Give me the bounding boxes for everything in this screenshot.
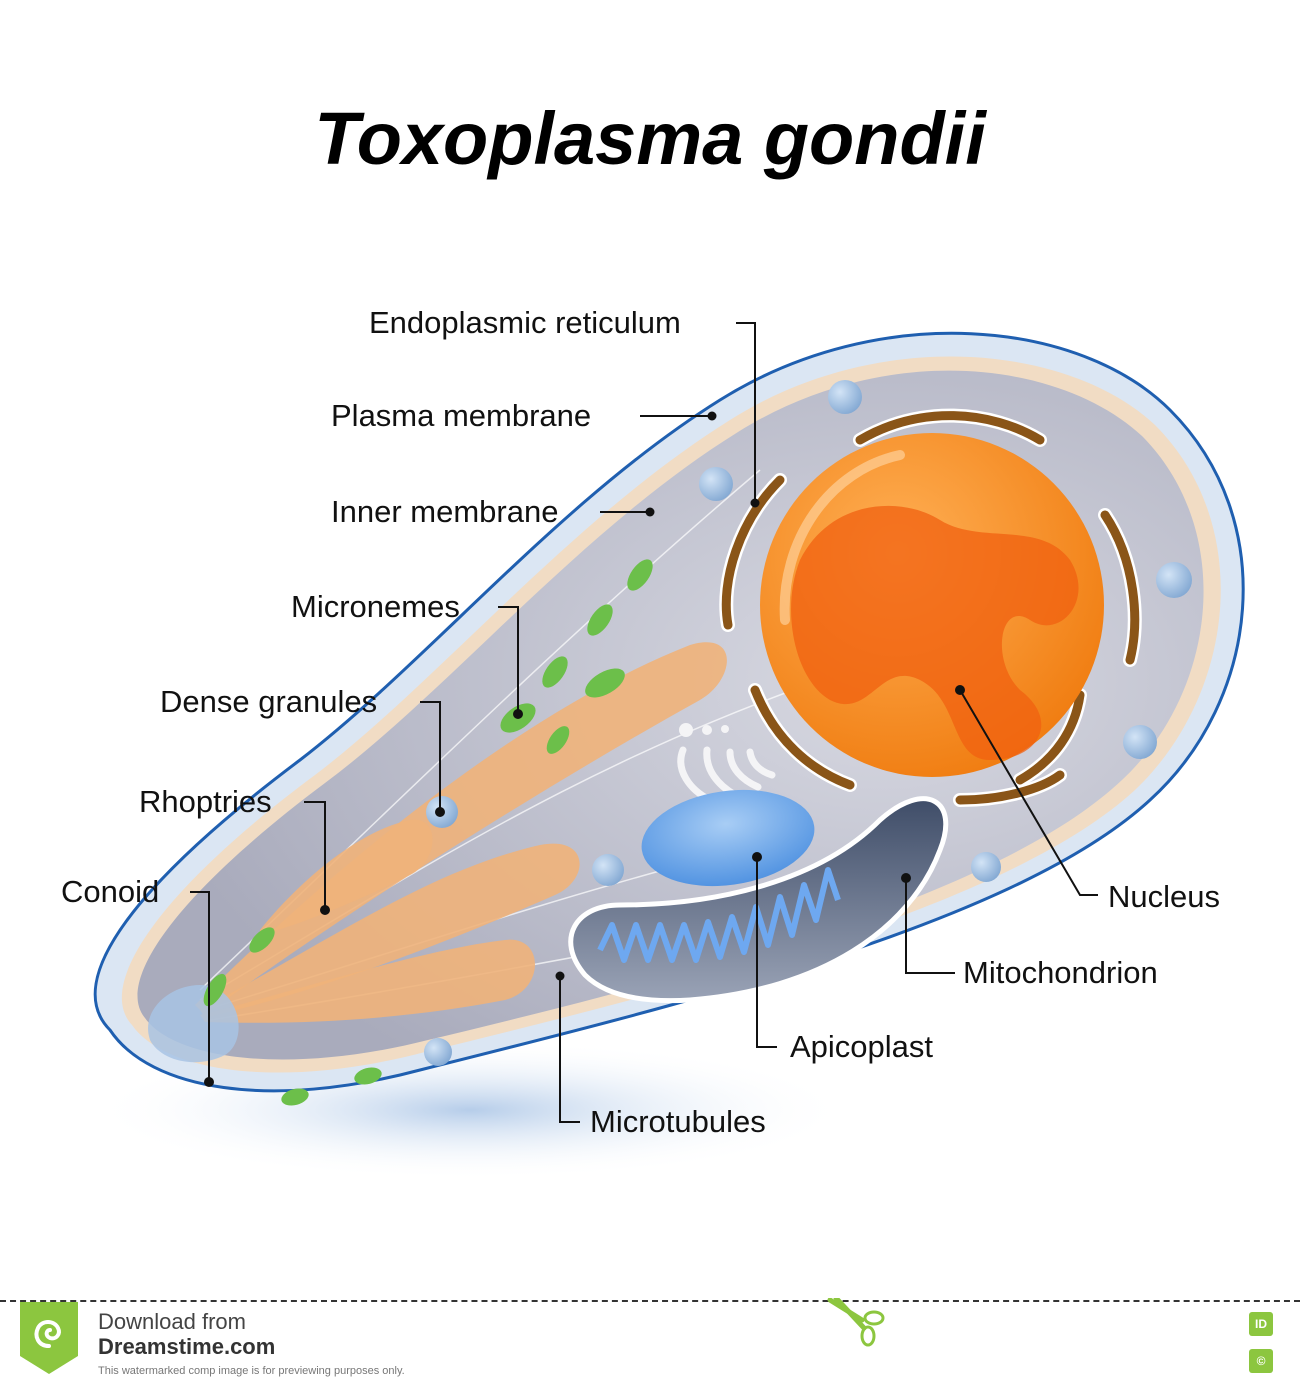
label-rhoptries: Rhoptries: [139, 784, 272, 819]
conoid-shape: [148, 985, 239, 1063]
label-apicoplast: Apicoplast: [790, 1029, 934, 1064]
watermark-footer: Download from Dreamstime.com This waterm…: [0, 1296, 1300, 1390]
label-endoplasmic-reticulum: Endoplasmic reticulum: [369, 305, 681, 340]
mitochondrion-shape: [568, 796, 949, 1004]
endoplasmic-reticulum-core: [721, 411, 1140, 805]
leader-lines: [190, 322, 1098, 1123]
label-microtubules: Microtubules: [590, 1104, 766, 1139]
scissors-icon: [827, 1298, 885, 1347]
leader-dots: [204, 411, 965, 1087]
label-micronemes: Micronemes: [291, 589, 460, 624]
apicoplast-shape: [641, 789, 815, 887]
label-inner-membrane: Inner membrane: [331, 494, 559, 529]
download-from-text: Download from: [98, 1309, 246, 1334]
brand-link[interactable]: Dreamstime.com: [98, 1334, 276, 1359]
label-dense-granules: Dense granules: [160, 684, 378, 719]
micronemes-shapes: [203, 559, 653, 1106]
rhoptries-shapes: [195, 642, 727, 1023]
golgi-vesicles: [679, 723, 729, 737]
label-nucleus: Nucleus: [1108, 879, 1220, 914]
nucleus-highlight: [779, 450, 905, 625]
copyright-badge[interactable]: ©: [1249, 1349, 1273, 1373]
label-mitochondrion: Mitochondrion: [963, 955, 1158, 990]
cut-line: [0, 1300, 1300, 1302]
nucleolus-shape: [791, 505, 1079, 760]
label-conoid: Conoid: [61, 874, 160, 909]
image-id-badge[interactable]: ID: [1249, 1312, 1273, 1336]
diagram-title: Toxoplasma gondii: [314, 97, 986, 180]
mitochondrion-cristae: [597, 867, 841, 963]
watermark-note: This watermarked comp image is for previ…: [98, 1365, 405, 1377]
cell-diagram: [90, 322, 1245, 1180]
label-plasma-membrane: Plasma membrane: [331, 398, 592, 433]
dreamstime-logo-icon: [20, 1302, 78, 1374]
